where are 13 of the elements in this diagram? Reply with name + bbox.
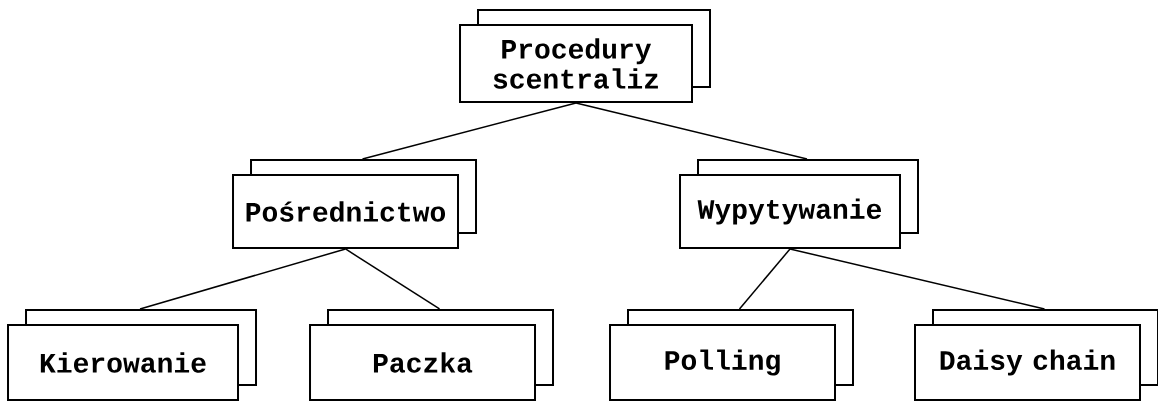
connector-line [139, 248, 347, 310]
stacked-box: Wypytywanie [679, 159, 919, 249]
connector-line [361, 102, 577, 160]
connector-line [738, 248, 791, 310]
stacked-box: Daisy chain [914, 309, 1158, 401]
connector-line [344, 248, 441, 310]
connector-line [575, 102, 808, 160]
stacked-box: Paczka [309, 309, 554, 401]
stacked-box: Procedury scentraliz [459, 9, 711, 103]
connector-line [789, 248, 1046, 310]
stacked-box: Kierowanie [7, 309, 257, 401]
stacked-box: Polling [609, 309, 854, 401]
stacked-box: Pośrednictwo [232, 159, 477, 249]
